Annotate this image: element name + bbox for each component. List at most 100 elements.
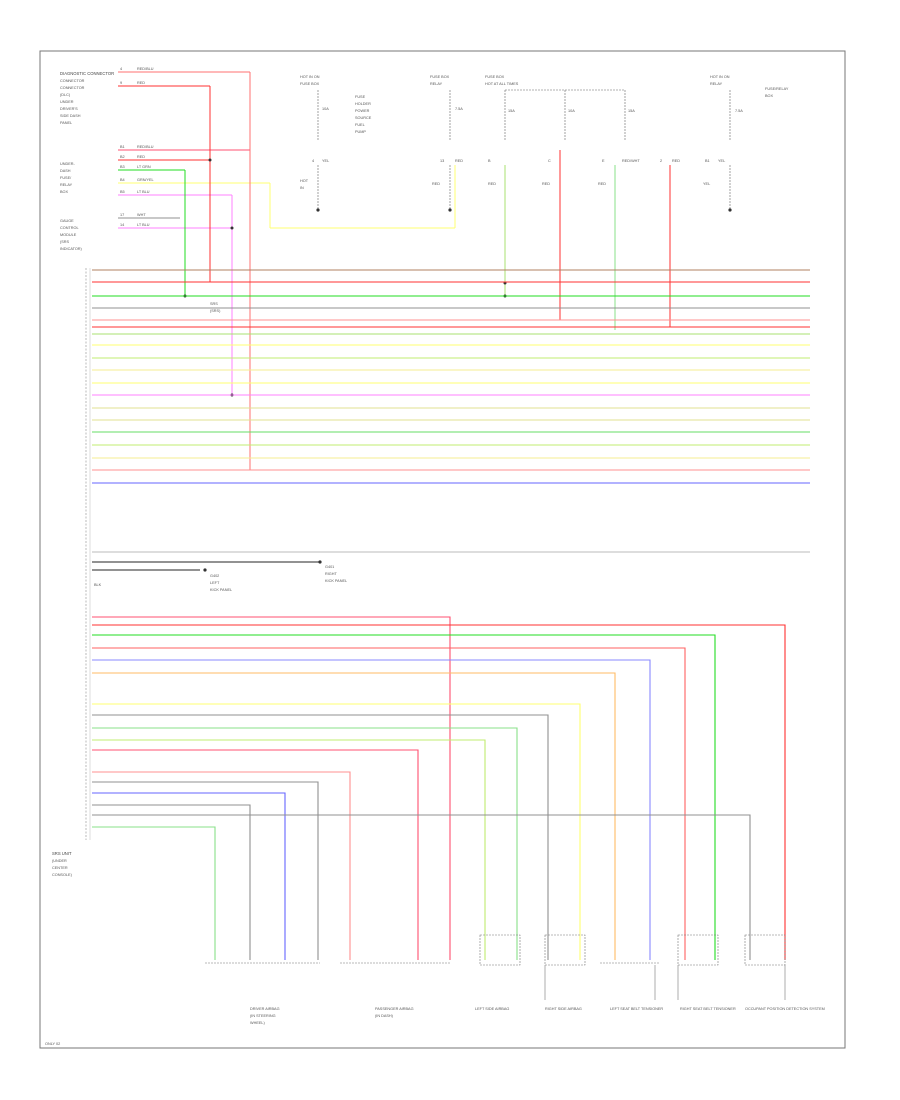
svg-text:FUSE: FUSE — [355, 95, 366, 99]
svg-text:BOX: BOX — [60, 190, 68, 194]
svg-text:RED: RED — [137, 81, 145, 85]
bus-b-wire — [92, 760, 385, 960]
svg-text:INDICATOR): INDICATOR) — [60, 247, 83, 251]
bus-b-wire — [92, 647, 686, 960]
svg-text:9: 9 — [120, 81, 122, 85]
svg-text:15A: 15A — [628, 109, 635, 113]
bus-b-wire — [92, 804, 251, 960]
svg-text:(IN STEERING: (IN STEERING — [250, 1014, 276, 1018]
svg-text:G402: G402 — [210, 574, 219, 578]
svg-text:CONTROL: CONTROL — [60, 226, 79, 230]
svg-text:LEFT SIDE AIRBAG: LEFT SIDE AIRBAG — [475, 1007, 509, 1011]
svg-text:HOLDER: HOLDER — [355, 102, 371, 106]
bus-b-wire — [92, 634, 716, 960]
svg-text:HOT IN ON: HOT IN ON — [300, 75, 320, 79]
bus-b-wire — [92, 659, 651, 960]
svg-text:WHT: WHT — [137, 213, 146, 217]
svg-text:DIAGNOSTIC CONNECTOR: DIAGNOSTIC CONNECTOR — [60, 71, 114, 76]
svg-text:RED: RED — [672, 159, 680, 163]
svg-text:7.5A: 7.5A — [455, 107, 463, 111]
bottom-connectors — [205, 934, 786, 1000]
svg-text:KICK PANEL: KICK PANEL — [325, 579, 347, 583]
svg-text:LT GRN: LT GRN — [137, 165, 151, 169]
svg-text:PANEL: PANEL — [60, 121, 72, 125]
svg-text:(SRS: (SRS — [60, 240, 70, 244]
svg-text:RIGHT SIDE AIRBAG: RIGHT SIDE AIRBAG — [545, 1007, 582, 1011]
svg-text:14: 14 — [120, 223, 124, 227]
svg-text:WHEEL): WHEEL) — [250, 1021, 266, 1025]
bus-b-wire — [92, 703, 581, 960]
svg-text:DRIVER'S: DRIVER'S — [60, 107, 78, 111]
svg-text:RED/BLU: RED/BLU — [137, 67, 154, 71]
bus-b-wire — [92, 792, 286, 960]
svg-text:SIDE DASH: SIDE DASH — [60, 114, 81, 118]
svg-text:RED: RED — [598, 182, 606, 186]
bus-b-wire — [92, 727, 518, 960]
svg-text:LEFT SEAT BELT TENSIONER: LEFT SEAT BELT TENSIONER — [610, 1007, 663, 1011]
svg-text:RED: RED — [455, 159, 463, 163]
svg-text:FUEL: FUEL — [355, 123, 365, 127]
svg-text:13: 13 — [440, 159, 444, 163]
svg-text:DRIVER AIRBAG: DRIVER AIRBAG — [250, 1007, 280, 1011]
svg-text:SRS UNIT: SRS UNIT — [52, 851, 72, 856]
component-labels: DRIVER AIRBAG (IN STEERING WHEEL) PASSEN… — [250, 1007, 825, 1025]
svg-text:10A: 10A — [568, 109, 575, 113]
svg-text:FUSE/RELAY: FUSE/RELAY — [765, 87, 789, 91]
svg-text:FUSE BOX: FUSE BOX — [430, 75, 450, 79]
svg-text:BOX: BOX — [765, 94, 773, 98]
bus-b-wire — [92, 739, 486, 960]
bus-b-wire — [92, 781, 319, 960]
fuse-box-1: HOT IN ON FUSE BOX 10A FUSE HOLDER POWER… — [300, 75, 372, 212]
fuse-box-2: FUSE BOX RELAY 7.5A 13 RED RED — [430, 75, 463, 212]
svg-text:RELAY: RELAY — [430, 82, 443, 86]
svg-text:RED: RED — [542, 182, 550, 186]
svg-text:POWER: POWER — [355, 109, 370, 113]
svg-text:15A: 15A — [508, 109, 515, 113]
fuse-box-4: HOT IN ON RELAY FUSE/RELAY BOX 7.5A 2 RE… — [660, 75, 789, 212]
svg-text:GRN/YEL: GRN/YEL — [137, 178, 154, 182]
svg-text:FUSE BOX: FUSE BOX — [485, 75, 505, 79]
svg-text:C: C — [548, 159, 551, 163]
svg-text:YEL: YEL — [718, 159, 725, 163]
svg-text:SOURCE: SOURCE — [355, 116, 372, 120]
svg-text:4: 4 — [120, 67, 122, 71]
srs-unit-bottom-label: SRS UNIT (UNDER CENTER CONSOLE) — [52, 851, 73, 877]
svg-text:HOT AT ALL TIMES: HOT AT ALL TIMES — [485, 82, 519, 86]
fuse-box-3: FUSE BOX HOT AT ALL TIMES 15A 10A 15A B … — [485, 75, 640, 186]
svg-text:MODULE: MODULE — [60, 233, 77, 237]
svg-text:IN: IN — [300, 186, 304, 190]
bus-b-wire — [92, 771, 351, 960]
svg-text:(SRS): (SRS) — [210, 309, 221, 313]
svg-text:OCCUPANT POSITION DETECTION SY: OCCUPANT POSITION DETECTION SYSTEM — [745, 1007, 825, 1011]
srs-connector-a-wires — [92, 269, 810, 484]
svg-text:2: 2 — [660, 159, 662, 163]
svg-text:RELAY: RELAY — [60, 183, 73, 187]
svg-text:B3: B3 — [120, 165, 125, 169]
svg-text:E: E — [602, 159, 605, 163]
svg-text:HOT IN ON: HOT IN ON — [710, 75, 730, 79]
bus-b-wire — [92, 814, 751, 960]
svg-text:B4: B4 — [120, 178, 125, 182]
svg-text:UNDER: UNDER — [60, 100, 74, 104]
diagnostic-connector-label: DIAGNOSTIC CONNECTOR CONNECTOR CONNECTOR… — [60, 71, 114, 125]
bus-b-wire — [92, 714, 549, 960]
srs-indicator-label: GAUGE CONTROL MODULE (SRS INDICATOR) — [60, 219, 83, 251]
svg-text:RED: RED — [137, 155, 145, 159]
diagram-frame — [39, 50, 846, 1049]
svg-text:(DLC): (DLC) — [60, 93, 71, 97]
diagram-id: ONLY 02 — [45, 1042, 60, 1046]
svg-text:DASH: DASH — [60, 169, 71, 173]
svg-text:KICK PANEL: KICK PANEL — [210, 588, 232, 592]
svg-text:UNDER-: UNDER- — [60, 162, 76, 166]
svg-text:BLK: BLK — [94, 583, 102, 587]
svg-text:GAUGE: GAUGE — [60, 219, 74, 223]
svg-text:CONNECTOR: CONNECTOR — [60, 86, 85, 90]
bus-b-wire — [92, 749, 419, 960]
svg-text:RELAY: RELAY — [710, 82, 723, 86]
svg-text:(IN DASH): (IN DASH) — [375, 1014, 394, 1018]
svg-text:CENTER: CENTER — [52, 866, 68, 870]
svg-text:RED: RED — [488, 182, 496, 186]
svg-text:LT BLU: LT BLU — [137, 190, 150, 194]
